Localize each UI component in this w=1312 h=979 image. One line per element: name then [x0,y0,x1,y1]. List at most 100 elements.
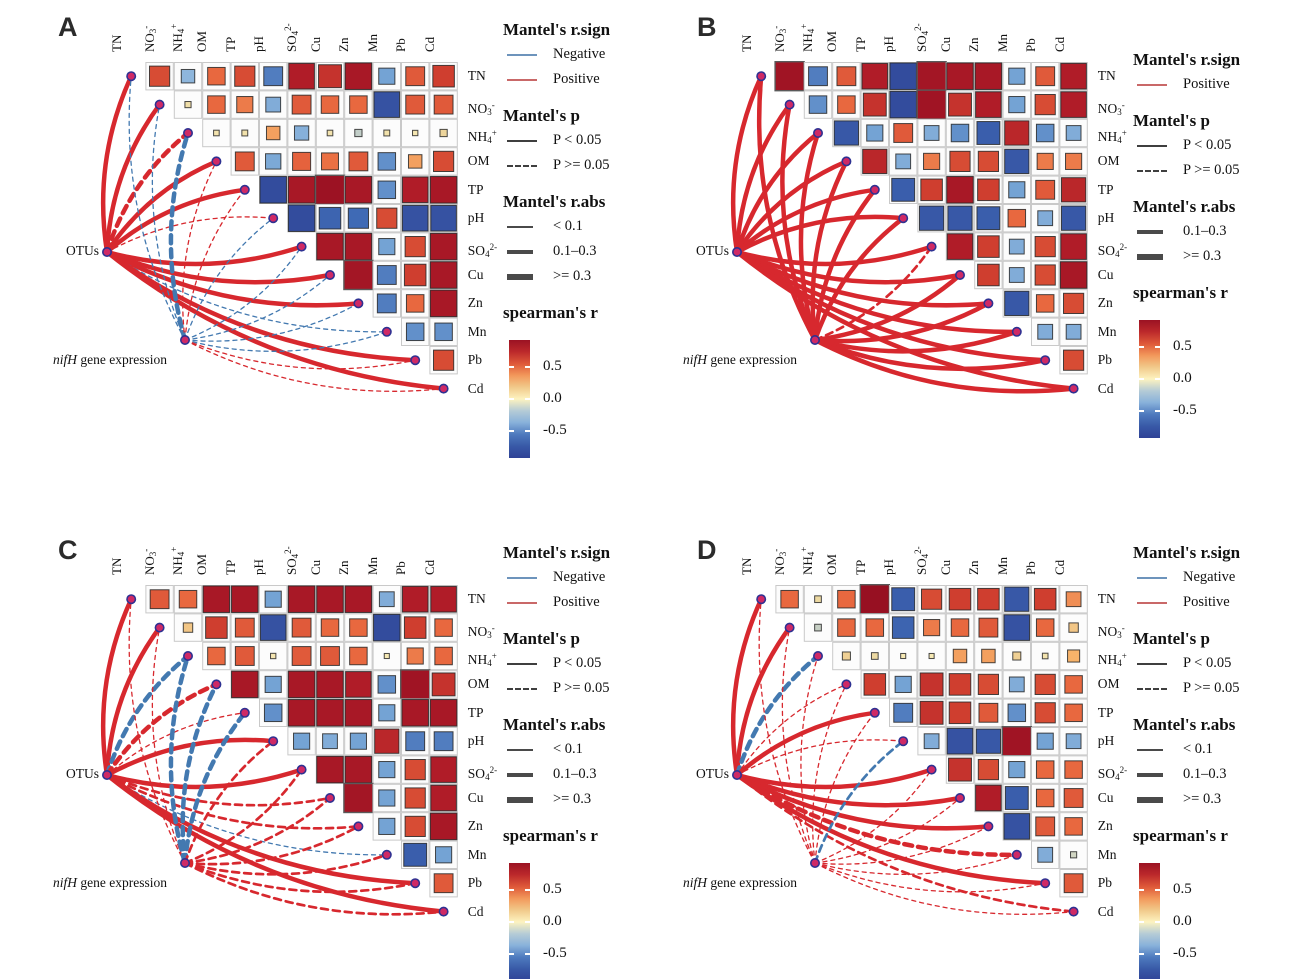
corr-cell-2-5 [270,652,277,660]
network-node [381,849,392,860]
network-node [353,298,364,309]
network-node [180,857,191,868]
legend-title-p: Mantel's p [1133,111,1210,130]
mantel-edge-nifh-9 [183,853,389,876]
corr-cell-2-6 [928,652,935,660]
colorbar-tick [1139,378,1144,380]
corr-cell-5-6 [918,205,945,231]
network-node [869,707,880,718]
legend-entry-abs_ge: >= 0.3 [507,268,677,290]
mantel-edge-otus-3 [104,159,219,255]
corr-cell-0-6 [287,585,316,613]
corr-cell-2-7 [326,129,334,137]
corr-cell-7-9 [378,789,396,807]
colorbar-tick-label: -0.5 [1173,401,1197,418]
network-node [898,736,909,747]
corr-cell-6-7 [948,757,972,782]
network-node [732,770,743,781]
row-label: Zn [467,295,483,311]
corr-cell-4-9 [377,180,397,200]
legend-sample-p_ge [507,688,537,690]
legend-entry-abs_ge: >= 0.3 [507,791,677,813]
row-label: Mn [467,323,487,339]
legend-label-abs_mid: 0.1–0.3 [1183,766,1227,782]
legend-label-p_lt: P < 0.05 [553,132,602,148]
mantel-edge-otus-9 [734,772,1020,858]
colorbar-tick-label: 0.0 [543,913,562,929]
legend-sample-positive [1137,602,1167,604]
legend-title-rabs: Mantel's r.abs [503,715,606,734]
corr-cell-6-8 [977,235,1000,258]
corr-cell-3-10 [400,669,431,700]
corr-cell-2-4 [241,129,249,137]
col-label: NO3- [770,548,788,575]
corr-cell-5-9 [376,207,398,229]
colorbar-tick-label: 0.0 [1173,913,1192,929]
mantel-network-svg [730,584,1088,917]
legend-entry-abs_mid: 0.1–0.3 [507,243,677,265]
corr-cell-0-4 [231,585,259,613]
network-node [268,736,279,747]
corr-cell-1-2 [184,101,192,109]
legend-sample-p_lt [1137,145,1167,147]
corr-cell-5-6 [287,204,316,232]
legend-label-abs_ge: >= 0.3 [1183,248,1222,264]
network-node [126,594,137,605]
corr-cell-0-6 [288,62,315,90]
col-label: Pb [1023,38,1039,52]
corr-cell-1-3 [837,618,856,637]
legend-sample-positive [507,79,537,81]
mantel-edge-otus-3 [104,682,219,778]
corr-cell-2-8 [981,648,996,664]
col-label: TN [109,34,125,52]
network-node [381,326,392,337]
corr-cell-6-9 [1008,238,1025,255]
corr-cell-2-10 [412,129,419,137]
corr-cell-4-10 [1034,702,1056,724]
corr-cell-6-11 [1060,233,1087,260]
legend-label-positive: Positive [553,594,600,610]
legend-entry-abs_ge: >= 0.3 [1137,248,1307,270]
corr-cell-1-6 [291,617,312,638]
panel-label: A [58,12,78,42]
row-label: TN [467,68,486,84]
corr-cell-5-10 [401,204,429,232]
legend-entry-p_lt: P < 0.05 [1137,655,1307,677]
row-label: Zn [1097,818,1113,834]
legend-entry-positive: Positive [1137,594,1307,616]
legend-title-spearman: spearman's r [1133,826,1228,845]
colorbar-tick [1139,921,1144,923]
corr-cell-3-11 [431,672,456,697]
mantel-edge-nifh-5 [183,739,275,865]
corr-cell-3-8 [345,671,372,698]
mantel-edge-nifh-0 [128,75,186,341]
row-label: Cd [1097,380,1114,396]
corr-cell-2-11 [434,646,453,666]
network-node [1068,383,1079,394]
col-label: Zn [966,37,982,52]
network-node [211,156,222,167]
corr-cell-1-7 [320,618,340,637]
corr-cell-8-10 [1035,816,1056,837]
corr-cell-3-6 [287,670,316,699]
legend-label-negative: Negative [1183,569,1236,585]
corr-cell-0-11 [432,64,455,88]
network-node [756,71,767,82]
corr-cell-4-7 [948,701,972,725]
colorbar-tick [509,366,514,369]
corr-cell-3-5 [265,153,282,170]
mantel-edge-otus-1 [104,102,162,255]
corr-cell-1-7 [948,92,972,117]
corr-cell-4-11 [1064,703,1083,723]
corr-cell-1-3 [207,95,226,114]
corr-cell-5-9 [1007,208,1027,228]
corr-cell-0-11 [1065,591,1082,608]
network-node [756,594,767,605]
col-label: Zn [336,37,352,52]
network-node [1040,355,1051,366]
corr-cell-4-11 [429,699,458,727]
corr-cell-3-5 [264,675,282,693]
col-label: NO3- [140,548,158,575]
corr-cell-8-9 [378,817,396,835]
col-label: Zn [966,560,982,575]
